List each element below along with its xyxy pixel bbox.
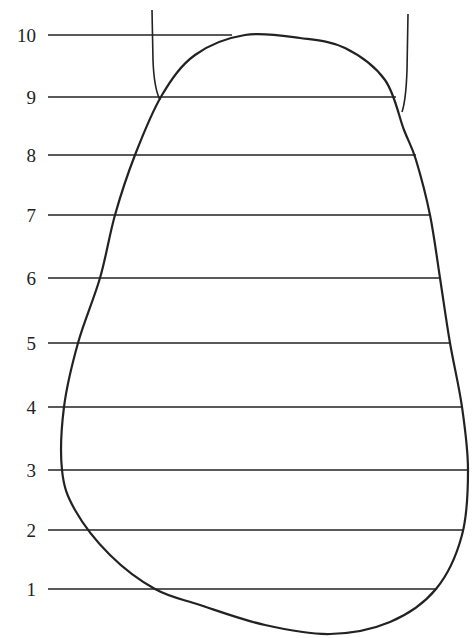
level-line (48, 34, 232, 36)
level-number: 2 (6, 521, 36, 540)
level-line (48, 214, 430, 216)
level-number: 10 (6, 26, 36, 45)
organ-outline (61, 34, 468, 634)
level-number: 3 (6, 461, 36, 480)
level-number: 4 (6, 398, 36, 417)
level-number: 9 (6, 88, 36, 107)
level-line (48, 469, 468, 471)
level-line (48, 342, 450, 344)
level-line (48, 96, 396, 98)
level-number: 7 (6, 206, 36, 225)
level-number: 1 (6, 580, 36, 599)
level-number: 6 (6, 269, 36, 288)
level-line (48, 277, 440, 279)
level-line (48, 529, 464, 531)
level-line (48, 154, 416, 156)
vessel-line (402, 14, 408, 112)
level-number: 8 (6, 146, 36, 165)
level-number: 5 (6, 334, 36, 353)
vessel-line (152, 10, 160, 100)
level-line (48, 406, 462, 408)
level-line (48, 588, 436, 590)
